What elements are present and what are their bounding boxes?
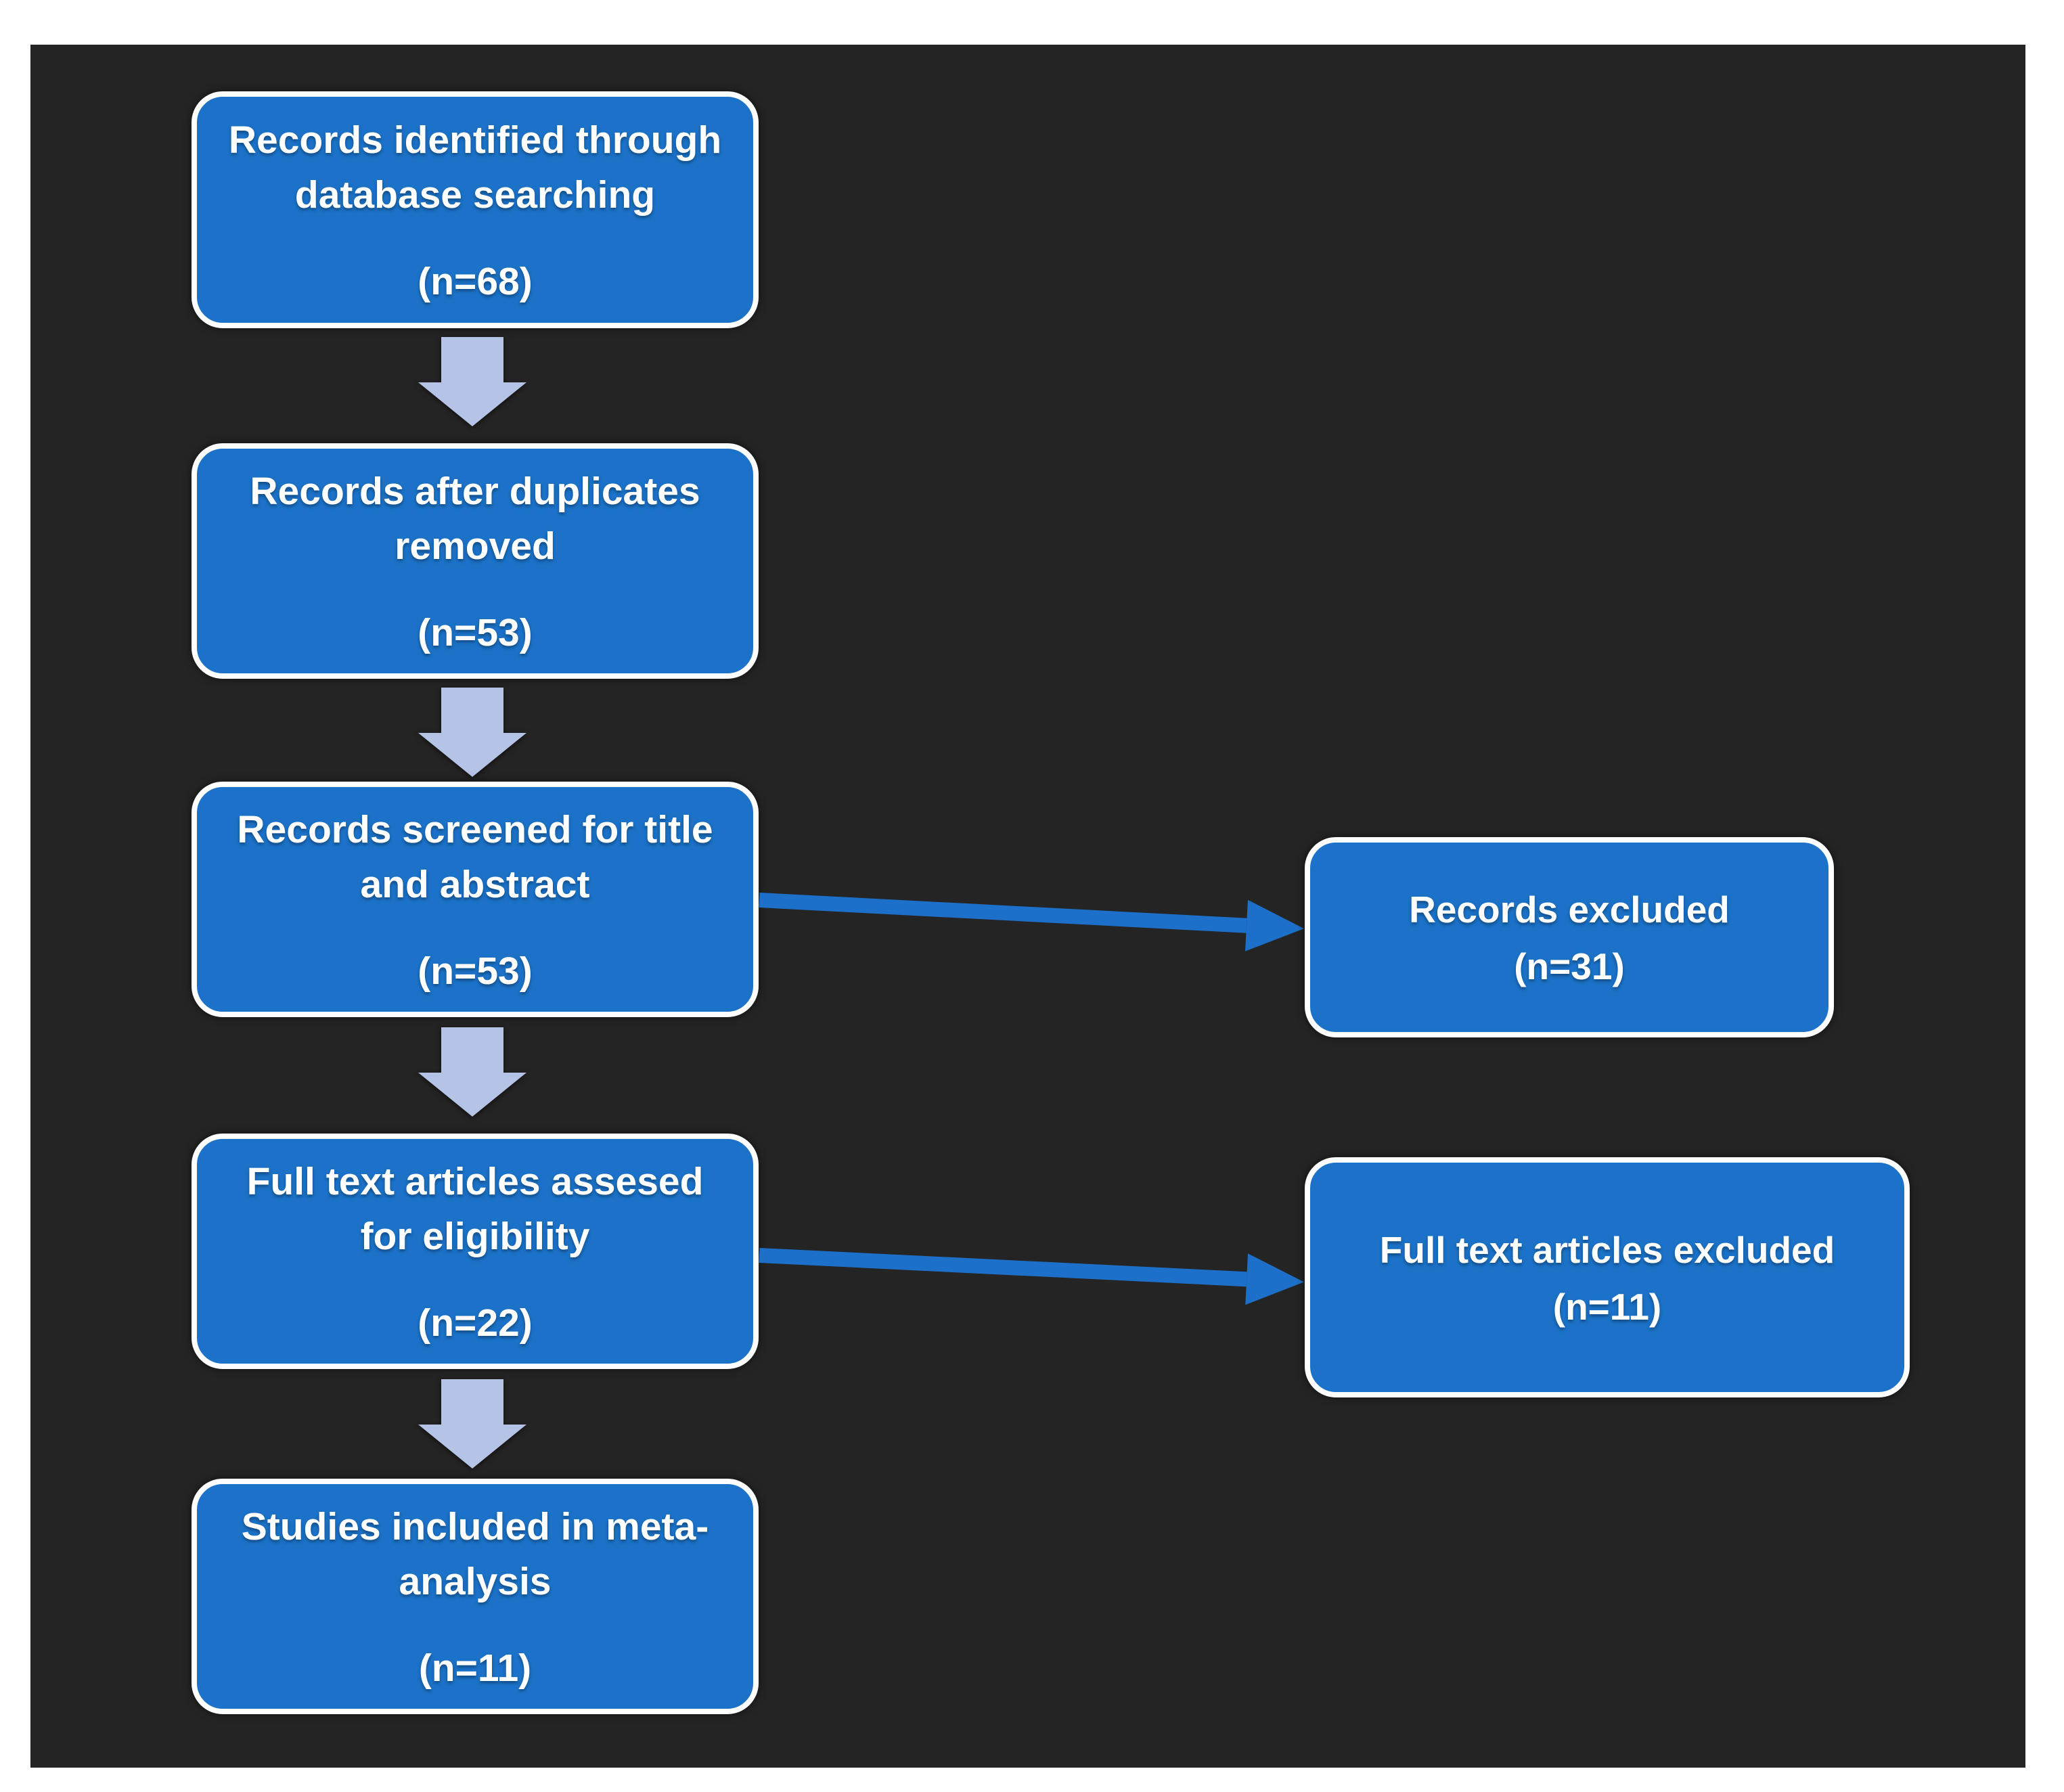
box-fulltext-assessed: Full text articles assesed for eligibili…	[192, 1134, 759, 1369]
down-arrow-stem	[441, 337, 503, 382]
box-count: (n=53)	[418, 949, 533, 993]
box-fulltext-excluded: Full text articles excluded (n=11)	[1305, 1157, 1910, 1397]
box-count: (n=11)	[1552, 1285, 1662, 1328]
right-arrow-shaft	[759, 893, 1247, 933]
down-arrow-icon	[418, 1027, 526, 1117]
right-arrow-icon	[758, 1228, 1305, 1309]
down-arrow-stem	[441, 1027, 503, 1073]
flow-panel: Records identified through database sear…	[30, 45, 2025, 1768]
down-arrow-icon	[418, 337, 526, 426]
down-arrow-icon	[418, 1379, 526, 1469]
box-records-after-duplicates: Records after duplicates removed (n=53)	[192, 443, 759, 679]
right-arrow-icon	[758, 873, 1305, 956]
box-title: Records excluded	[1409, 889, 1730, 931]
right-arrow-head	[1245, 899, 1305, 955]
box-count: (n=22)	[418, 1301, 533, 1345]
down-arrow-head	[418, 1073, 526, 1117]
box-title: Full text articles assesed for eligibili…	[246, 1160, 704, 1258]
box-records-excluded: Records excluded (n=31)	[1305, 837, 1834, 1037]
right-arrow-shaft	[759, 1248, 1247, 1287]
box-records-identified: Records identified through database sear…	[192, 91, 759, 328]
down-arrow-head	[418, 733, 526, 777]
box-count: (n=11)	[418, 1646, 532, 1690]
box-count: (n=31)	[1514, 945, 1625, 988]
box-count: (n=68)	[418, 259, 533, 303]
box-studies-included: Studies included in meta- analysis (n=11…	[192, 1479, 759, 1714]
box-title: Records identified through database sear…	[228, 118, 722, 217]
down-arrow-head	[418, 1425, 526, 1469]
down-arrow-stem	[441, 1379, 503, 1425]
down-arrow-stem	[441, 688, 503, 733]
box-title: Records after duplicates removed	[250, 470, 700, 568]
box-title: Full text articles excluded	[1379, 1228, 1835, 1271]
box-title: Records screened for title and abstract	[237, 808, 713, 906]
down-arrow-head	[418, 382, 526, 426]
down-arrow-icon	[418, 688, 526, 777]
box-records-screened: Records screened for title and abstract …	[192, 782, 759, 1017]
box-count: (n=53)	[418, 610, 533, 654]
box-title: Studies included in meta- analysis	[241, 1505, 709, 1603]
right-arrow-head	[1245, 1253, 1305, 1308]
